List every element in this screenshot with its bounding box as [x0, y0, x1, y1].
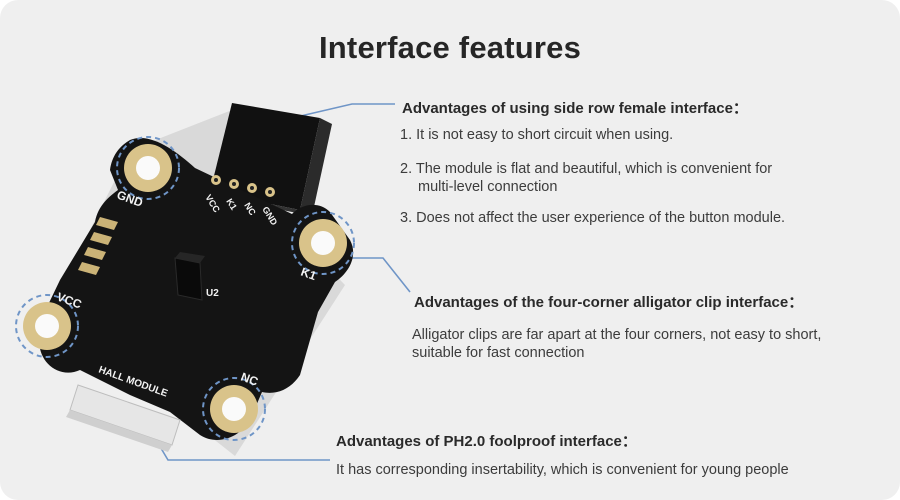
header-pins — [211, 175, 275, 197]
feature-heading-alligator: Advantages of the four-corner alligator … — [414, 294, 804, 311]
callout-line-female-header — [291, 103, 395, 119]
pad-label-nc: NC — [239, 370, 260, 389]
feature-item-2: 2. The module is flat and beautiful, whi… — [400, 161, 773, 177]
feature-alligator-text-2: suitable for fast connection — [412, 345, 585, 361]
feature-ph20-text: It has corresponding insertability, whic… — [336, 462, 789, 478]
feature-heading-ph20: Advantages of PH2.0 foolproof interface： — [336, 433, 637, 450]
feature-alligator-text-1: Alligator clips are far apart at the fou… — [412, 327, 822, 343]
feature-item-2-cont: multi-level connection — [418, 179, 558, 195]
side-gold-pads — [78, 217, 118, 275]
feature-item-1: 1. It is not easy to short circuit when … — [400, 127, 674, 143]
feature-heading-female-header: Advantages of using side row female inte… — [402, 100, 748, 117]
chip-label: U2 — [206, 288, 219, 299]
pad-k1 — [291, 211, 355, 275]
page-title: Interface features — [318, 30, 582, 65]
pad-vcc — [15, 294, 79, 358]
ph20-connector — [66, 384, 181, 452]
pad-label-k1: K1 — [299, 265, 319, 284]
hall-sensor-chip — [174, 252, 205, 301]
callout-line-alligator — [345, 257, 411, 293]
pad-nc — [202, 377, 266, 441]
pad-gnd — [116, 136, 180, 200]
feature-item-3: 3. Does not affect the user experience o… — [400, 210, 786, 226]
